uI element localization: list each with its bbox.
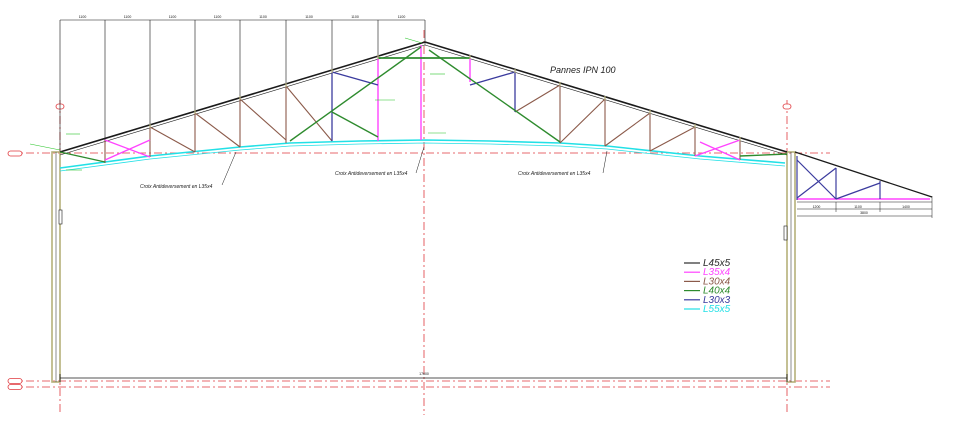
axis-marker-level-floor-2 (7, 384, 23, 390)
web-members-l35x4 (104, 45, 930, 200)
top-dimension-label: 1100 (79, 15, 87, 19)
canopy-dimension-labels: 1200 1100 1400 (813, 205, 910, 209)
top-dimension-labels: 1100 1100 1100 1100 1100 1100 1100 1100 (79, 15, 406, 19)
canopy (794, 151, 933, 218)
span-dimension-label: 17600 (419, 372, 429, 376)
axis-marker-level-floor-1 (7, 378, 23, 384)
axis-marker-level-eaves (7, 150, 23, 157)
top-chord (59, 41, 788, 156)
bracing-note-left: Croix Antideversement en L35x4 (140, 184, 213, 190)
legend-label: L30x4 (703, 276, 731, 287)
axis-lines (10, 30, 830, 415)
top-dimension-label: 1100 (214, 15, 222, 19)
bottom-chord (59, 139, 786, 172)
top-dimension-chain (59, 19, 426, 152)
node-ticks (149, 55, 741, 141)
legend-label: L35x4 (703, 267, 731, 278)
legend-label: L55x5 (703, 304, 731, 315)
legend-label: L40x4 (703, 286, 731, 297)
top-dimension-label: 1100 (398, 15, 406, 19)
canopy-total-label: 3800 (860, 211, 868, 215)
node-annotations (29, 37, 446, 171)
top-dimension-label: 1100 (351, 15, 359, 19)
canopy-dimension-label: 1400 (902, 205, 910, 209)
top-dimension-label: 1100 (124, 15, 132, 19)
web-members-l30x4 (104, 84, 741, 163)
bracing-leaders (221, 146, 608, 186)
top-dimension-label: 1100 (305, 15, 313, 19)
bracing-note-center: Croix Antideversement en L35x4 (335, 171, 408, 177)
web-members-l40x4 (59, 46, 788, 163)
legend-label: L30x3 (703, 295, 731, 306)
web-members-l30x3 (331, 71, 516, 141)
purlin-note: Pannes IPN 100 (550, 65, 616, 75)
bracing-note-right: Croix Antideversement en L35x4 (518, 171, 591, 177)
axis-markers (7, 103, 792, 390)
floor-line (59, 374, 788, 382)
legend-label: L45x5 (703, 258, 731, 269)
top-dimension-label: 1100 (259, 15, 267, 19)
columns (51, 151, 796, 383)
axis-marker-right (782, 103, 792, 110)
top-dimension-label: 1100 (169, 15, 177, 19)
canopy-dimension-label: 1200 (813, 205, 821, 209)
canopy-dimension-label: 1100 (854, 205, 862, 209)
